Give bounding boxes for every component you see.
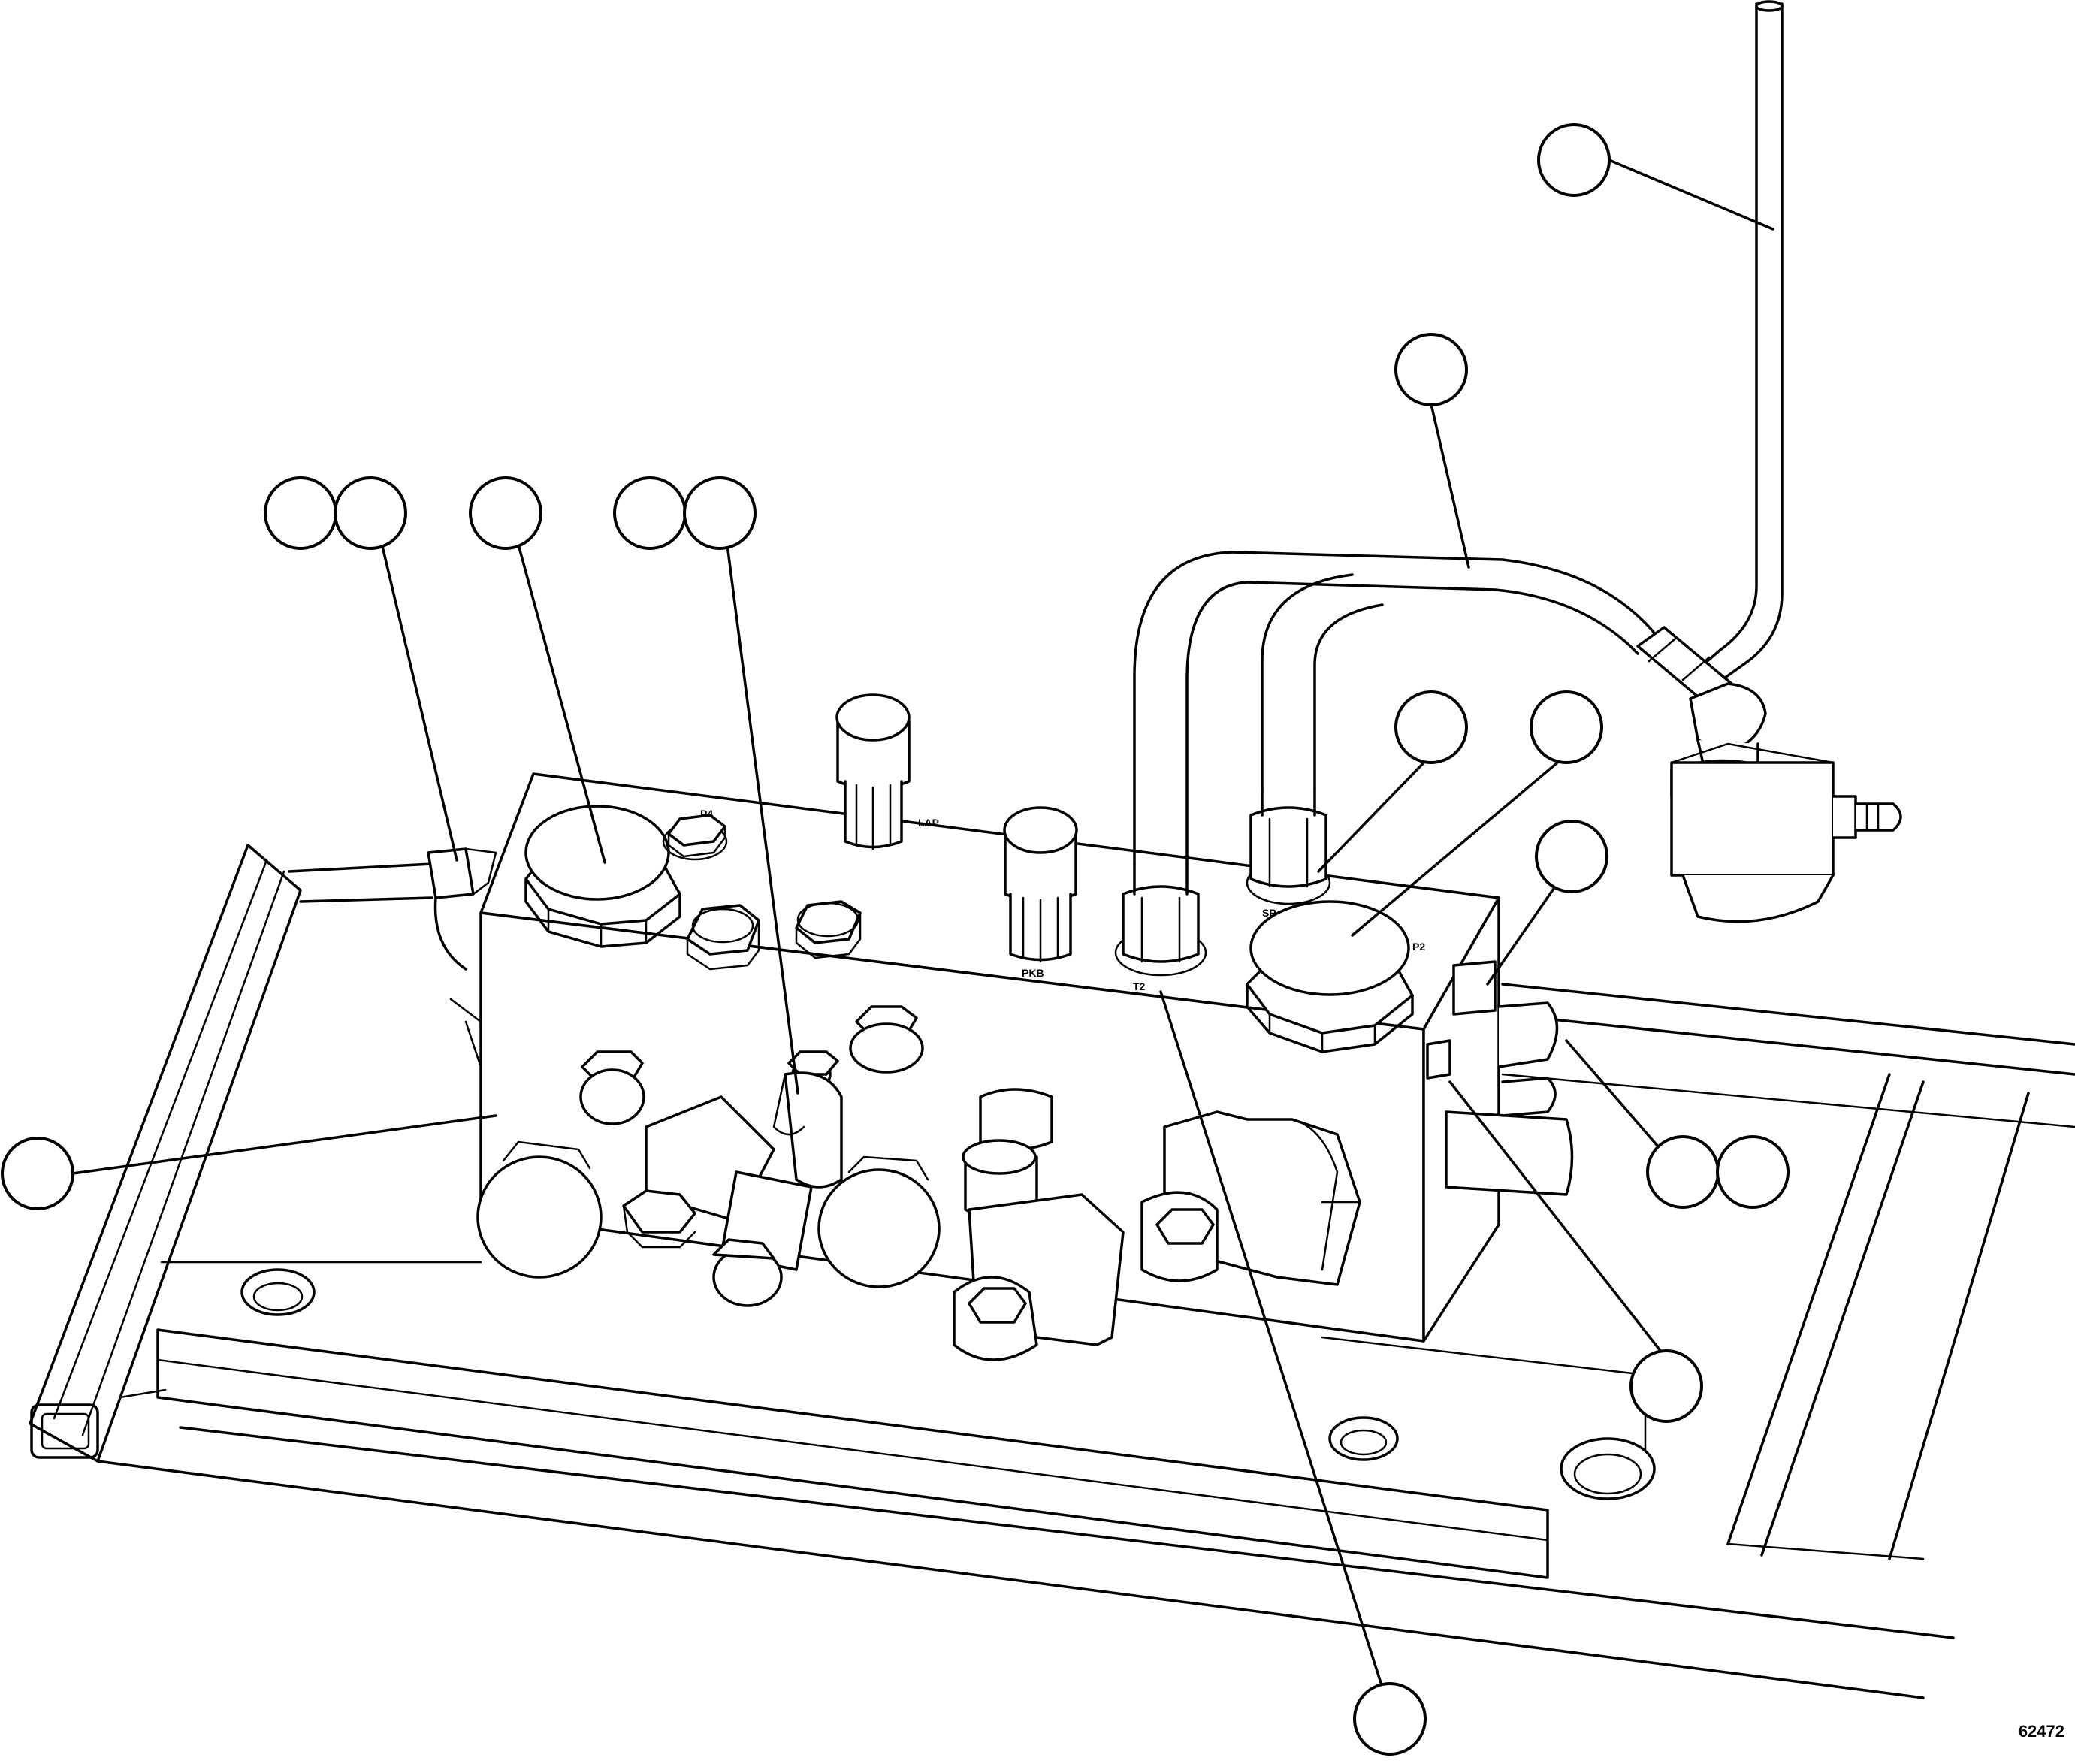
right-rail-upper	[1501, 983, 2075, 1076]
top-components: P4 LAP PKB T2 SP P2	[524, 693, 1425, 1053]
tee-block	[1670, 742, 1902, 923]
hex-plug-mid-1	[686, 904, 760, 971]
right-rail-lower	[1501, 1073, 2075, 1128]
callout-balloon	[264, 476, 337, 550]
right-side-fittings	[1426, 960, 1574, 1196]
callout-balloon	[1535, 820, 1608, 893]
pressure-switch-pkb	[1003, 806, 1078, 963]
port-label-pkb: PKB	[1022, 967, 1044, 979]
callout-balloon	[1353, 1682, 1427, 1756]
hex-plug-mid-2	[795, 900, 862, 959]
fitting-t2	[1114, 862, 1207, 977]
port-label-p4: P4	[700, 808, 713, 820]
callout-balloon	[1, 1137, 74, 1210]
solenoid-body-middle	[953, 1193, 1125, 1361]
tube-loop-inner	[1261, 573, 1354, 790]
callout-balloon	[1629, 1349, 1703, 1423]
callout-balloon	[1394, 333, 1468, 406]
large-hex-plug-p2	[1246, 900, 1414, 1053]
side-bracket-left	[427, 847, 497, 971]
callout-balloon	[469, 476, 542, 550]
callout-balloon	[334, 476, 407, 550]
hydraulic-tubes	[1133, 0, 1902, 923]
solenoid-body-right	[1140, 1110, 1361, 1286]
front-plug-1	[579, 1050, 645, 1125]
bottom-long-rail	[156, 1328, 1549, 1579]
callout-balloon	[1537, 123, 1611, 197]
round-plug-1	[476, 1140, 603, 1279]
tube-end-cap	[30, 1403, 99, 1459]
leader-lines	[71, 159, 1774, 1684]
pressure-switch-lap	[835, 693, 911, 850]
port-plug-p4	[662, 814, 728, 861]
callout-balloon	[1716, 1135, 1790, 1209]
figure-number: 62472	[2018, 1722, 2064, 1741]
callout-balloon	[1394, 690, 1468, 764]
tube-loop-outer	[1133, 551, 1662, 865]
port-label-sp: SP	[1262, 907, 1276, 919]
callout-balloon	[613, 476, 687, 550]
mounting-hole-right	[1560, 1437, 1656, 1500]
valve-block	[449, 772, 1500, 1343]
port-label-t2: T2	[1133, 980, 1146, 992]
vertical-tube	[1693, 2, 1758, 674]
callout-balloon	[1646, 1135, 1720, 1209]
port-label-p2: P2	[1412, 941, 1425, 953]
callout-balloons	[1, 123, 1790, 1756]
top-cross-rail	[288, 862, 433, 903]
front-plug-2	[849, 1005, 924, 1074]
large-hex-plug-left	[524, 805, 681, 948]
front-components	[427, 847, 1574, 1361]
cartridge-2	[712, 1170, 813, 1307]
fitting-sp	[1246, 787, 1331, 905]
callout-balloon	[683, 476, 757, 550]
port-label-lap: LAP	[918, 817, 939, 829]
callout-balloon	[1530, 690, 1603, 764]
round-plug-2	[817, 1155, 941, 1288]
right-vertical-rail	[1726, 1073, 2030, 1560]
mounting-hole-center	[1328, 1416, 1399, 1461]
mounting-hole-left	[240, 1268, 316, 1316]
